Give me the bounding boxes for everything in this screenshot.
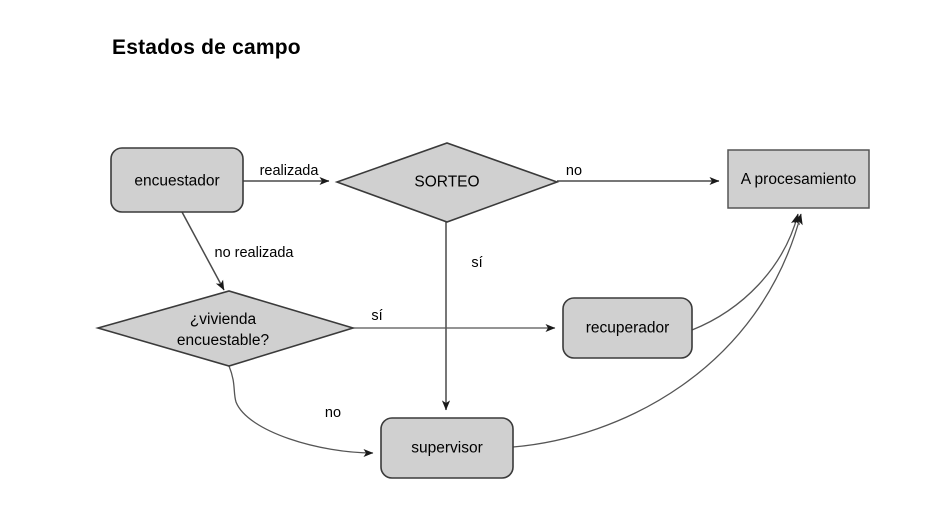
procesamiento-label: A procesamiento — [741, 171, 856, 188]
edge-supervisor-procesamiento — [512, 213, 803, 448]
recuperador-label: recuperador — [586, 320, 670, 337]
node-procesamiento[interactable]: A procesamiento — [727, 149, 870, 209]
edge-label-realizada: realizada — [260, 163, 320, 179]
vivienda-label-line1: ¿vivienda — [190, 311, 257, 328]
node-encuestador[interactable]: encuestador — [110, 147, 244, 213]
encuestador-label: encuestador — [134, 173, 219, 190]
vivienda-label-line2: encuestable? — [177, 332, 270, 349]
edge-label-si-sorteo: sí — [471, 255, 482, 271]
sorteo-label: SORTEO — [414, 174, 479, 191]
edge-label-no-realizada: no realizada — [215, 245, 295, 261]
node-recuperador[interactable]: recuperador — [562, 297, 693, 359]
procesamiento-box[interactable] — [727, 149, 870, 209]
edge-label-si-vivienda: sí — [371, 308, 382, 324]
page-title: Estados de campo — [112, 36, 301, 59]
node-sorteo[interactable]: SORTEO — [334, 142, 560, 223]
edge-recuperador-procesamiento — [691, 213, 800, 331]
vivienda-diamond[interactable] — [95, 290, 356, 367]
supervisor-label: supervisor — [411, 440, 483, 457]
edge-vivienda-supervisor — [228, 365, 374, 458]
edge-label-no-sorteo: no — [566, 163, 582, 179]
sorteo-diamond[interactable] — [334, 142, 560, 223]
encuestador-box[interactable] — [110, 147, 244, 213]
supervisor-box[interactable] — [380, 417, 514, 479]
node-vivienda-encuestable[interactable]: ¿vivienda encuestable? — [95, 290, 356, 367]
recuperador-box[interactable] — [562, 297, 693, 359]
edge-encuestador-vivienda — [181, 211, 225, 291]
node-supervisor[interactable]: supervisor — [380, 417, 514, 479]
edge-label-no-vivienda: no — [325, 405, 341, 421]
